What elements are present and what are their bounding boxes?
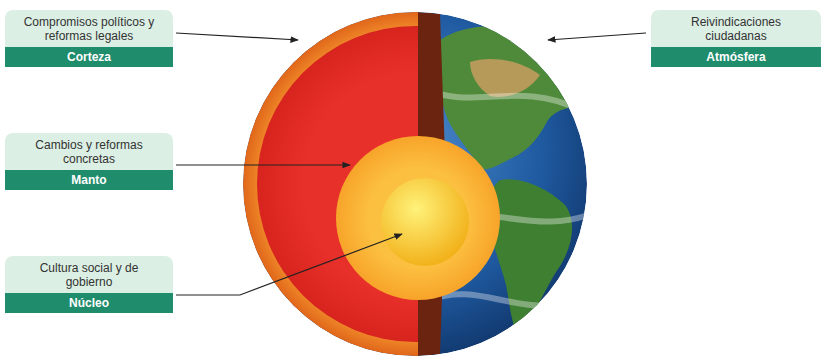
leader-line [548,33,646,40]
land-desert [470,59,540,97]
callout-box: Cultura social y de gobiernoNúcleo [5,256,173,313]
callout-box: Reivindicaciones ciudadanasAtmósfera [651,10,821,67]
south-america [488,179,572,338]
crust-layer [243,12,418,356]
inner-core [381,178,469,266]
layer-label: Manto [5,170,173,190]
leader-line [176,33,298,40]
callout-box: Compromisos políticos y reformas legales… [5,10,173,67]
outer-core [336,136,500,300]
callout-text: Cambios y reformas concretas [5,133,173,170]
callout-box: Cambios y reformas concretasManto [5,133,173,190]
mantle-layer [257,26,418,342]
callout-text: Reivindicaciones ciudadanas [651,10,821,47]
leader-line [176,234,402,295]
layer-label: Atmósfera [651,47,821,67]
callout-text: Cultura social y de gobierno [5,256,173,293]
callout-text: Compromisos políticos y reformas legales [5,10,173,47]
leader-line [176,164,350,165]
layer-label: Corteza [5,47,173,67]
layer-label: Núcleo [5,293,173,313]
globe [243,12,640,356]
